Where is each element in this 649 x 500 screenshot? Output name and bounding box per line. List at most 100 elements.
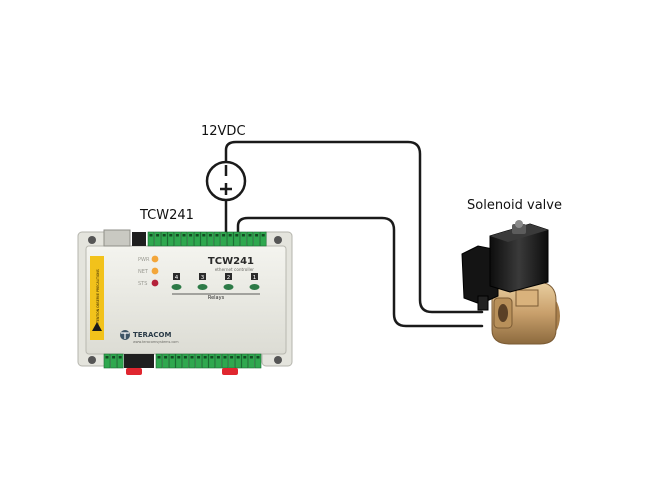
relay-number: 2: [227, 275, 231, 281]
solenoid-valve: [461, 220, 560, 345]
terminal-screw-slot: [197, 356, 201, 359]
terminal-screw-slot: [170, 356, 174, 359]
terminal-screw: [187, 231, 194, 247]
din-latch-right: [222, 368, 238, 375]
terminal-screw: [154, 231, 161, 247]
device-model: TCW241: [208, 256, 254, 267]
valve-cable-gland: [477, 295, 489, 311]
brand-website: www.teracomsystems.com: [133, 340, 179, 344]
terminal-screw-slot: [215, 234, 219, 237]
brand-name: TERACOM: [133, 331, 171, 339]
terminal-screw: [253, 231, 260, 247]
terminal-screw-slot: [222, 234, 226, 237]
terminal-screw-slot: [228, 234, 232, 237]
device-subtitle: ethernet controller: [215, 267, 255, 272]
controller-label: TCW241: [140, 208, 194, 223]
terminal-screw: [254, 353, 262, 369]
terminal-screw: [162, 353, 169, 369]
terminal-screw: [213, 231, 221, 247]
relay-led: [223, 284, 234, 290]
terminal-screw: [110, 353, 117, 369]
terminal-screw-slot: [261, 234, 265, 237]
terminal-screw: [233, 231, 241, 247]
terminal-screw: [208, 353, 216, 369]
terminal-screw-slot: [157, 356, 161, 359]
terminal-screw-slot: [164, 356, 168, 359]
mount-hole: [274, 236, 282, 244]
terminal-screw-slot: [202, 234, 206, 237]
led-net: [151, 267, 159, 275]
warning-text: ATTENTION OBSERVE PRECAUTIONS: [96, 269, 100, 327]
terminal-screw: [240, 231, 247, 247]
terminal-screw-slot: [208, 234, 212, 237]
terminal-screw: [103, 353, 111, 369]
terminal-screw: [200, 231, 208, 247]
terminal-screw-slot: [195, 234, 199, 237]
terminal-screw-slot: [243, 356, 247, 359]
led-label-pwr: PWR: [138, 257, 150, 263]
terminal-screw: [234, 353, 242, 369]
led-label-sts: STS: [138, 281, 147, 287]
relay-led: [171, 284, 182, 290]
mount-hole: [88, 236, 96, 244]
terminal-screw: [259, 231, 267, 247]
terminal-screw-slot: [216, 356, 220, 359]
terminal-screw-slot: [177, 356, 181, 359]
brand-logo: TERACOM www.teracomsystems.com: [120, 330, 179, 344]
terminal-screw: [248, 353, 255, 369]
terminal-screw-slot: [112, 356, 116, 359]
esd-warning-icon: [92, 322, 102, 331]
terminal-screw-slot: [241, 234, 245, 237]
terminal-screw-slot: [223, 356, 227, 359]
relay-led: [249, 284, 260, 290]
terminal-screw: [246, 231, 254, 247]
terminal-screw-slot: [175, 234, 179, 237]
mount-hole: [274, 356, 282, 364]
din-latch-left: [126, 368, 142, 375]
terminal-screw: [226, 231, 234, 247]
relay-number-box: [251, 273, 258, 280]
terminal-screw-slot: [156, 234, 160, 237]
valve-hex-nut: [515, 289, 539, 307]
terminal-block-top-small: [132, 232, 146, 246]
terminal-screw-slot: [169, 234, 173, 237]
valve-connector-plug: [461, 245, 499, 305]
valve-coil-nut: [512, 224, 526, 234]
terminal-screw-slot: [210, 356, 214, 359]
status-leds: PWR NET STS: [138, 255, 159, 287]
terminal-screw: [207, 231, 214, 247]
terminal-screw-slot: [235, 234, 239, 237]
rj45-connector: [103, 229, 131, 247]
terminal-block-bottom-black: [124, 354, 154, 368]
wire-relay-to-valve: [236, 216, 484, 328]
terminal-screw: [175, 353, 183, 369]
valve-label: Solenoid valve: [467, 198, 562, 213]
terminal-screw-slot: [183, 356, 187, 359]
terminal-screw-slot: [105, 356, 109, 359]
relay-number: 4: [175, 275, 179, 281]
terminal-screw-slot: [248, 234, 252, 237]
terminal-screw: [168, 353, 176, 369]
terminal-screw: [201, 353, 209, 369]
terminal-screw: [215, 353, 222, 369]
terminal-screw-slot: [182, 234, 186, 237]
wires: [224, 140, 484, 328]
terminal-screw-slot: [149, 234, 153, 237]
terminal-screw: [188, 353, 196, 369]
terminal-screw: [167, 231, 175, 247]
terminal-screw-slot: [203, 356, 207, 359]
terminal-screw: [180, 231, 188, 247]
terminal-screw: [174, 231, 181, 247]
relay-number-box: [225, 273, 232, 280]
terminal-screw: [241, 353, 249, 369]
enclosure: [85, 245, 287, 355]
wire-supply-minus-to-valve: [224, 140, 484, 314]
led-label-net: NET: [138, 269, 149, 275]
relay-number-box: [199, 273, 206, 280]
tcw241-controller: ATTENTION OBSERVE PRECAUTIONS PWR NET ST…: [77, 229, 293, 375]
relay-led: [197, 284, 208, 290]
terminal-screw: [193, 231, 201, 247]
terminal-screw-slot: [249, 356, 253, 359]
terminal-block-top: [147, 231, 267, 247]
